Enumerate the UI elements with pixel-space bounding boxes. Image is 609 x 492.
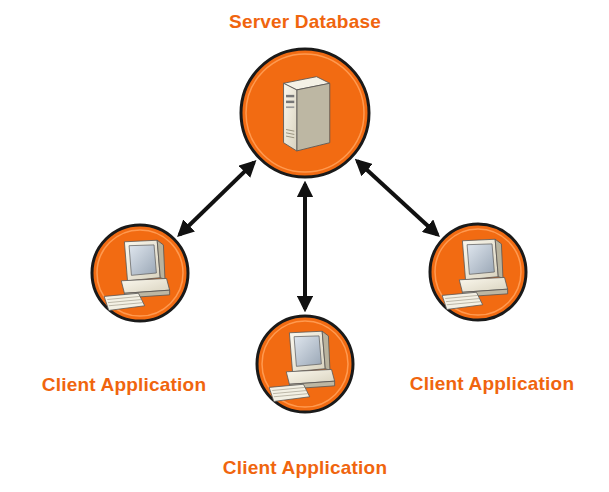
computer-icon	[269, 331, 335, 401]
server-icon	[284, 77, 330, 151]
circle-outline	[257, 316, 353, 412]
connector-arrow	[303, 184, 307, 309]
circle-highlight	[435, 229, 521, 315]
node-circle	[90, 223, 190, 323]
circle-highlight	[246, 54, 364, 172]
node-circle	[239, 47, 371, 179]
connector-arrow	[357, 161, 437, 235]
server-node: Server Database	[239, 47, 371, 179]
client-node: Client Application	[90, 223, 190, 323]
node-circle	[255, 314, 355, 414]
node-label: Server Database	[229, 11, 381, 34]
circle-highlight	[97, 230, 183, 316]
circle-highlight	[262, 321, 348, 407]
node-label: Client Application	[42, 374, 206, 397]
connector-arrow	[179, 162, 254, 234]
client-node: Client Application	[428, 222, 528, 322]
node-label: Client Application	[410, 373, 574, 396]
circle-outline	[92, 225, 188, 321]
node-circle	[428, 222, 528, 322]
circle-outline	[430, 224, 526, 320]
computer-icon	[104, 240, 170, 310]
node-label: Client Application	[223, 457, 387, 480]
computer-icon	[442, 239, 508, 309]
circle-outline	[241, 49, 369, 177]
client-node: Client Application	[255, 314, 355, 414]
